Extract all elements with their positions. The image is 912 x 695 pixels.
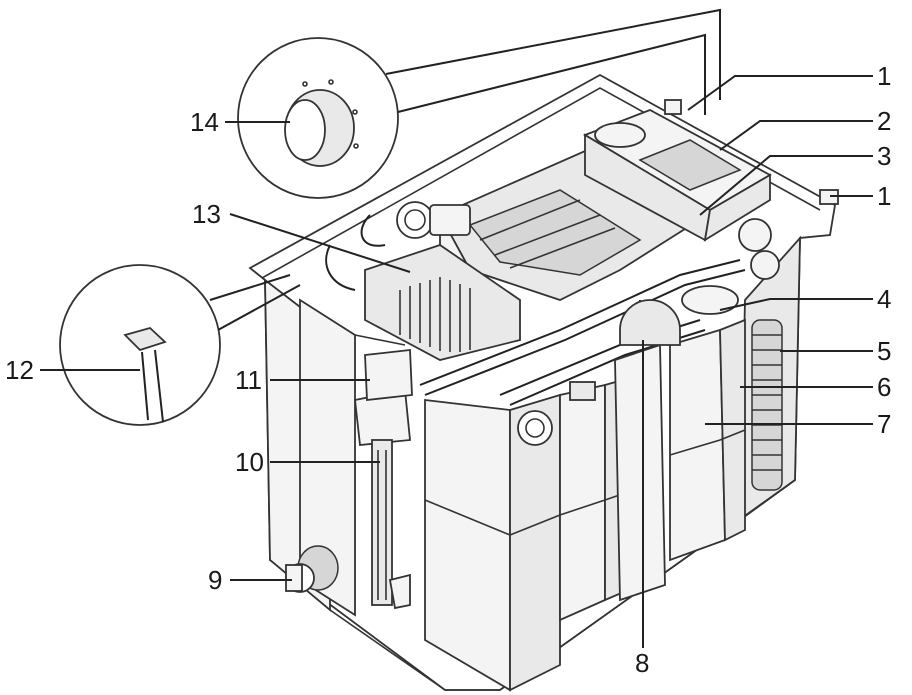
side-fittings xyxy=(664,99,839,280)
container-right xyxy=(614,318,746,602)
leader-lines xyxy=(40,75,873,648)
corrugated-filter xyxy=(751,319,783,491)
drain-plug xyxy=(285,545,339,593)
heat-exchanger xyxy=(364,244,521,361)
callout-9: 9 xyxy=(208,565,222,595)
float-switch xyxy=(354,348,413,610)
container-left xyxy=(424,393,561,692)
callout-11: 11 xyxy=(235,365,262,395)
callout-1a: 1 xyxy=(877,61,891,91)
callout-12: 12 xyxy=(5,355,34,385)
callout-7: 7 xyxy=(877,409,891,439)
control-box xyxy=(582,109,772,242)
callout-1b: 1 xyxy=(877,181,891,211)
callout-13: 13 xyxy=(192,199,221,229)
impeller-housing xyxy=(619,285,739,346)
detail-circle-14 xyxy=(237,8,721,199)
callout-10: 10 xyxy=(235,447,264,477)
callout-4: 4 xyxy=(877,284,891,314)
callout-labels: 1 1 2 3 4 5 6 7 8 9 10 11 12 13 14 xyxy=(5,61,891,678)
detail-circle-12 xyxy=(59,264,301,426)
callout-14: 14 xyxy=(190,107,219,137)
callout-3: 3 xyxy=(877,141,891,171)
left-partition xyxy=(299,298,406,617)
callout-8: 8 xyxy=(635,648,649,678)
callout-5: 5 xyxy=(877,336,891,366)
callout-6: 6 xyxy=(877,372,891,402)
callout-2: 2 xyxy=(877,106,891,136)
